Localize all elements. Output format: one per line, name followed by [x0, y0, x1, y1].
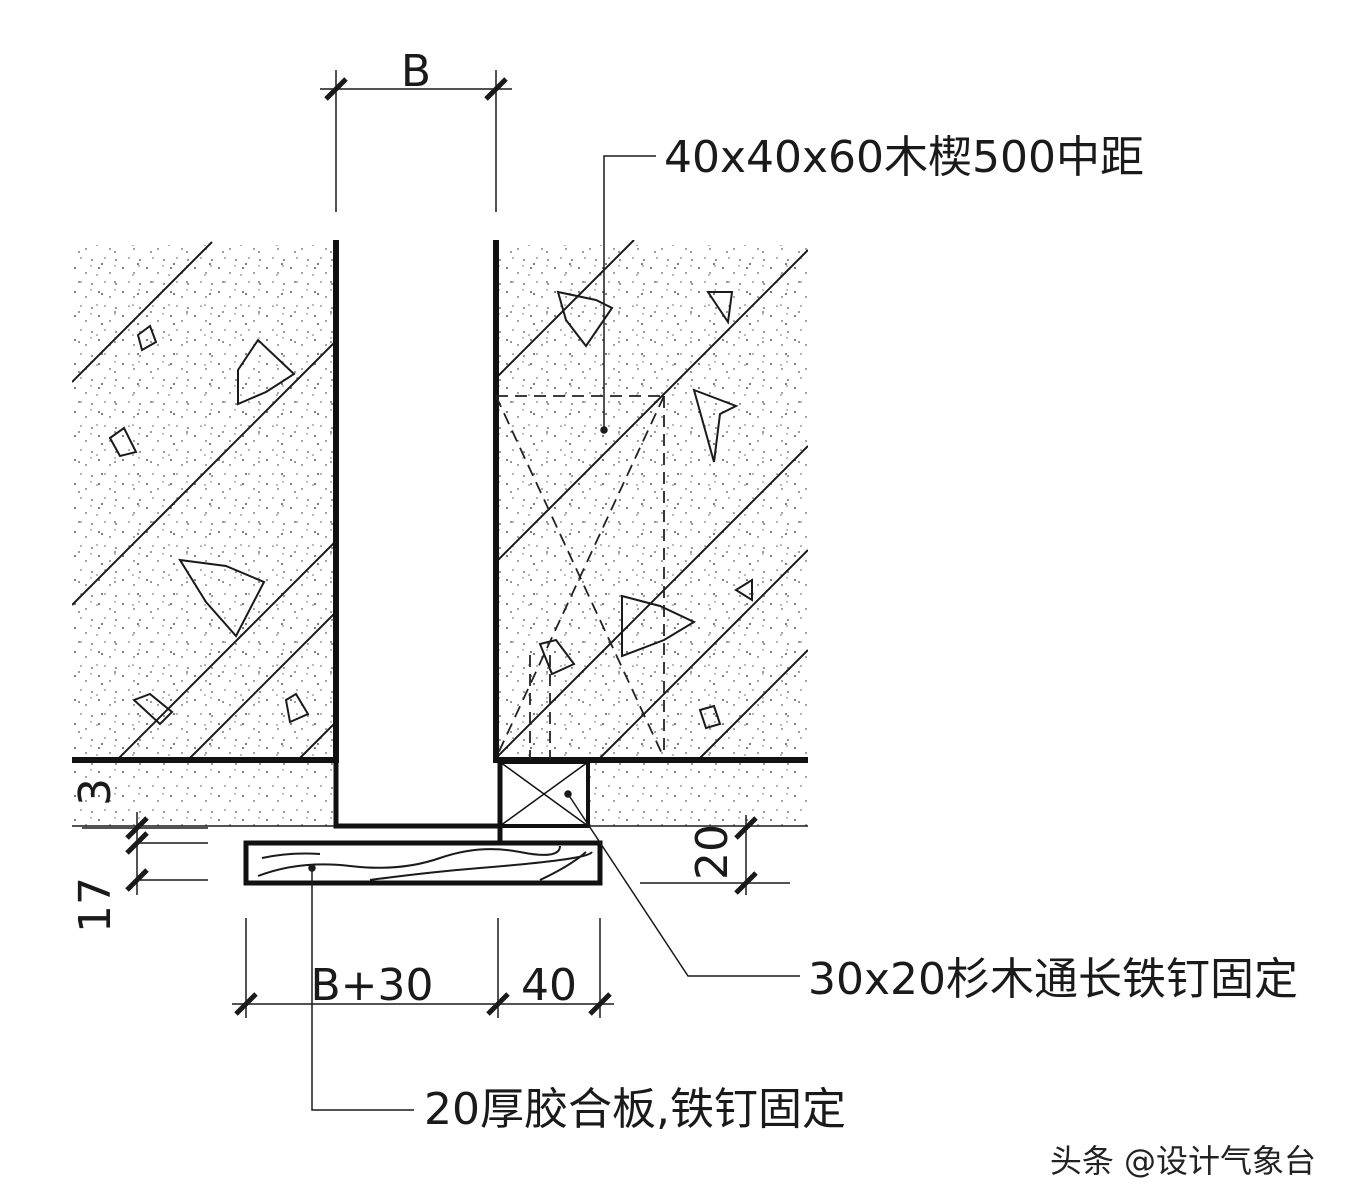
dimension-20-label: 20 [687, 824, 738, 880]
dimension-left [82, 812, 208, 895]
dimension-bottom [232, 918, 614, 1018]
dimension-b30-label: B+30 [310, 960, 433, 1011]
callout-plywood: 20厚胶合板,铁钉固定 [424, 1084, 846, 1135]
left-wall-aggregate [108, 324, 310, 726]
wooden-wedge [495, 395, 665, 760]
dimension-b-label: B [401, 46, 431, 97]
floor-screed-layer [72, 762, 808, 827]
leader-wedge [600, 155, 656, 434]
leader-plywood [308, 864, 414, 1111]
slot-bottom [333, 760, 503, 829]
plywood-grain [257, 845, 593, 881]
left-wall-hatch [72, 241, 336, 758]
dimension-40-label: 40 [521, 960, 577, 1011]
dimension-17-label: 17 [70, 877, 121, 933]
left-concrete-wall [72, 241, 336, 758]
leader-batten [564, 790, 800, 977]
watermark: 头条 @设计气象台 [1049, 1142, 1316, 1180]
dimension-right [640, 815, 790, 895]
callout-batten: 30x20杉木通长铁钉固定 [808, 954, 1298, 1005]
dimension-3-label: 3 [70, 778, 121, 806]
dimension-b [320, 70, 512, 212]
right-concrete-wall [496, 240, 808, 758]
batten-30x20 [498, 760, 590, 828]
callout-wedge: 40x40x60木楔500中距 [664, 132, 1144, 183]
right-wall-outline [493, 240, 808, 763]
